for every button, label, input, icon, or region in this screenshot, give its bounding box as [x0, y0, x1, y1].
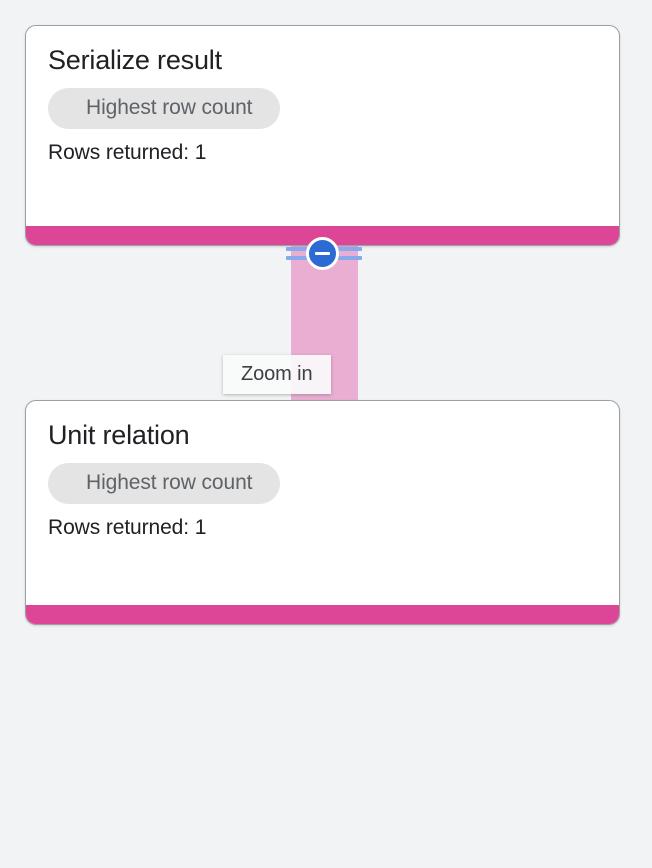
tooltip-zoom-in: Zoom in — [223, 355, 331, 394]
node-card-body: Serialize result Highest row count Rows … — [26, 26, 619, 166]
handle-rail-right-lower — [329, 256, 362, 260]
handle-rail-left-upper — [286, 247, 319, 251]
edge-collapse-handle[interactable] — [272, 237, 376, 273]
node-rows-returned: Rows returned: 1 — [48, 141, 207, 164]
handle-rail-right-upper — [329, 247, 362, 251]
node-card-body: Unit relation Highest row count Rows ret… — [26, 401, 619, 541]
node-card-serialize-result[interactable]: Serialize result Highest row count Rows … — [25, 25, 620, 246]
node-badge-highest-row-count: Highest row count — [48, 88, 281, 129]
node-badge-highest-row-count: Highest row count — [48, 463, 281, 504]
node-title: Serialize result — [48, 45, 222, 75]
node-status-bar — [26, 226, 619, 245]
handle-rail-left-lower — [286, 256, 319, 260]
node-card-unit-relation[interactable]: Unit relation Highest row count Rows ret… — [25, 400, 620, 625]
node-status-bar — [26, 605, 619, 624]
minus-glyph — [315, 251, 330, 256]
minus-circle-icon[interactable] — [306, 237, 339, 270]
node-title: Unit relation — [48, 420, 190, 450]
node-rows-returned: Rows returned: 1 — [48, 516, 207, 539]
